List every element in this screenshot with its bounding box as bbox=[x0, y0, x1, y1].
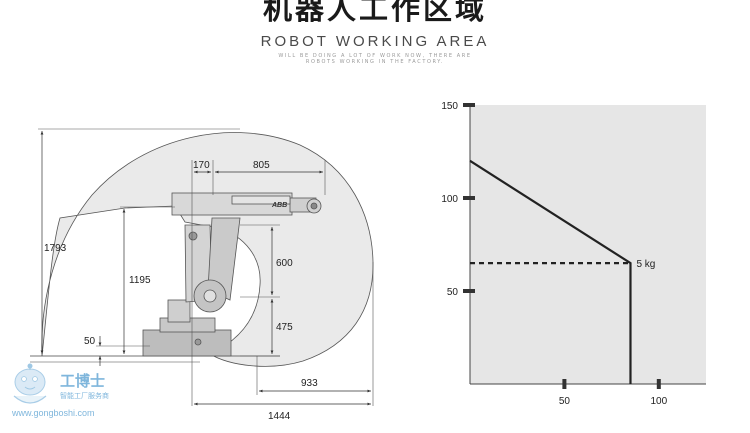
mascot-icon bbox=[13, 363, 47, 404]
dim-1793: 1793 bbox=[44, 243, 67, 254]
y-tick-mark-1 bbox=[463, 196, 475, 200]
x-tick-label-1: 100 bbox=[650, 396, 667, 407]
y-tick-mark-2 bbox=[463, 289, 475, 293]
load-chart: 150 100 50 50 100 5 kg bbox=[441, 101, 706, 407]
page-title-cn: 机器人工作区域 bbox=[262, 0, 487, 26]
load-curve-line bbox=[469, 159, 632, 384]
y-tick-mark-0 bbox=[463, 103, 475, 107]
dim-1195: 1195 bbox=[129, 275, 151, 286]
x-tick-mark-0 bbox=[562, 379, 567, 389]
robot-base bbox=[142, 329, 232, 357]
page-title-en: ROBOT WORKING AREA bbox=[260, 33, 490, 50]
watermark-url: www.gongboshi.com bbox=[11, 408, 95, 418]
watermark-brand: 工博士 bbox=[60, 372, 105, 390]
abb-logo: ABB bbox=[271, 202, 287, 209]
dim-933: 933 bbox=[301, 378, 318, 389]
dim-50: 50 bbox=[84, 336, 96, 347]
robot-diagram: ABB 1793 119 bbox=[30, 128, 374, 422]
annotation-0: 5 kg bbox=[636, 259, 655, 270]
dim-600: 600 bbox=[276, 258, 293, 269]
dim-805: 805 bbox=[253, 160, 270, 171]
subtitle-line-1: WILL BE DOING A LOT OF WORK NOW, THERE A… bbox=[278, 53, 472, 59]
dim-475: 475 bbox=[276, 322, 293, 333]
y-tick-label-1: 100 bbox=[441, 194, 458, 205]
x-tick-mark-1 bbox=[656, 379, 661, 389]
y-tick-label-0: 150 bbox=[441, 101, 458, 112]
y-tick-label-2: 50 bbox=[447, 287, 459, 298]
dim-1444: 1444 bbox=[268, 411, 291, 422]
x-tick-label-0: 50 bbox=[559, 396, 571, 407]
subtitle-line-2: ROBOTS WORKING IN THE FACTORY. bbox=[305, 59, 445, 65]
chart-plot-area bbox=[470, 105, 706, 384]
dim-170: 170 bbox=[193, 160, 210, 171]
watermark-tagline: 智能工厂服务商 bbox=[60, 391, 109, 400]
watermark: 工博士 智能工厂服务商 www.gongboshi.com bbox=[11, 363, 109, 418]
